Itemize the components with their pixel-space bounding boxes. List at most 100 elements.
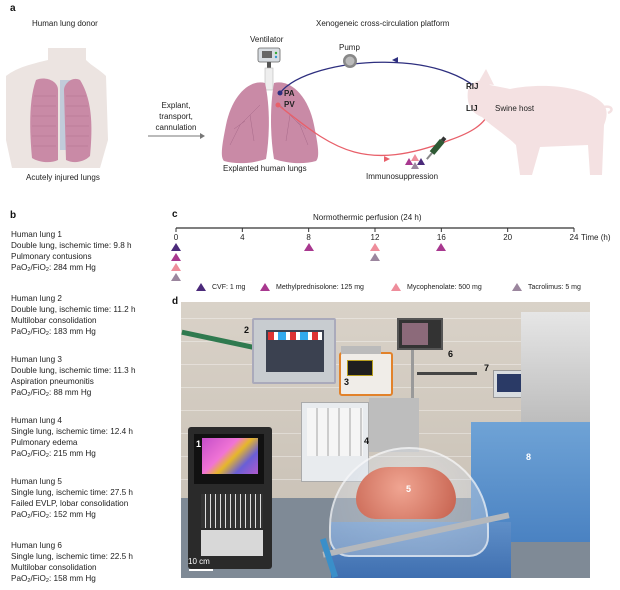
triangle-icon	[260, 283, 270, 291]
device-2-monitor	[252, 318, 336, 384]
explanted-right-lung	[271, 82, 319, 164]
lung-title: Human lung 6	[11, 541, 62, 550]
lung-injury: Aspiration pneumonitis	[11, 377, 94, 386]
timeline-axis-label: Time (h)	[581, 233, 611, 242]
scale-bar-label: 10 cm	[188, 557, 210, 566]
explant-label-line: cannulation	[155, 123, 197, 132]
lung-entry-4: Human lung 4 Single lung, ischemic time:…	[11, 415, 133, 462]
lung-entry-3: Human lung 3 Double lung, ischemic time:…	[11, 354, 136, 401]
photo-label-4: 4	[364, 436, 370, 446]
arterial-line	[277, 104, 491, 157]
laptop-keyboard	[201, 494, 263, 528]
donor-caption: Acutely injured lungs	[26, 173, 100, 182]
platform-title: Xenogeneic cross-circulation platform	[316, 19, 450, 28]
rij-label: RIJ	[466, 82, 479, 91]
photo-label-3: 3	[344, 377, 350, 387]
experimental-setup-photo: 1 2 3 4 5 6 7 8 10 cm	[181, 302, 590, 578]
dose-marker	[171, 263, 181, 271]
scale-bar	[189, 569, 213, 571]
lung-title: Human lung 5	[11, 477, 62, 486]
lung-entry-2: Human lung 2 Double lung, ischemic time:…	[11, 293, 136, 340]
lung-injury: Pulmonary edema	[11, 438, 78, 447]
lung-type: Single lung, ischemic time: 12.4 h	[11, 427, 133, 436]
timeline-tick-label: 16	[436, 233, 446, 242]
timeline-tick-label: 24	[569, 233, 579, 242]
panel-a-letter: a	[10, 3, 16, 14]
lung-pf-value: 183 mm Hg	[53, 327, 96, 336]
legend-item-methylprednisolone: Methylprednisolone: 125 mg	[260, 283, 364, 291]
triangle-icon	[512, 283, 522, 291]
pv-dot	[275, 102, 281, 108]
syringe-icon	[426, 136, 447, 160]
timeline-tick-label: 0	[173, 233, 179, 242]
timeline-tick-label: 4	[240, 233, 245, 242]
lung-pf-ratio: PaO2/FiO2: 152 mm Hg	[11, 510, 96, 520]
triangle-icon	[411, 154, 419, 161]
timeline-tick-label: 8	[306, 233, 311, 242]
photo-label-1: 1	[196, 439, 202, 449]
donor-title: Human lung donor	[32, 19, 98, 28]
triangle-icon	[411, 162, 419, 169]
photo-label-5: 5	[406, 484, 412, 494]
lung-injury: Multilobar consolidation	[11, 316, 97, 325]
lung-pf-ratio: PaO2/FiO2: 215 mm Hg	[11, 449, 96, 459]
dose-marker	[171, 253, 181, 261]
panel-b-letter: b	[10, 210, 17, 221]
explanted-left-lung	[221, 82, 269, 164]
lungs-in-chamber	[356, 467, 456, 519]
panel-d-letter: d	[172, 296, 179, 307]
dose-marker	[171, 243, 181, 251]
lung-injury: Pulmonary contusions	[11, 252, 92, 261]
left-lung-shape	[30, 78, 58, 163]
donor-torso-illustration	[6, 48, 108, 168]
timeline-axis	[175, 227, 575, 232]
explant-label: Explant, transport, cannulation	[143, 100, 209, 133]
lung-type: Double lung, ischemic time: 11.3 h	[11, 366, 136, 375]
pv-label: PV	[284, 100, 295, 109]
circulation-diagram	[221, 47, 613, 175]
explant-label-line: Explant,	[161, 101, 191, 110]
lij-label: LIJ	[466, 104, 478, 113]
lung-pf-ratio: PaO2/FiO2: 158 mm Hg	[11, 574, 96, 584]
lung-pf-value: 215 mm Hg	[53, 449, 96, 458]
lung-entry-1: Human lung 1 Double lung, ischemic time:…	[11, 229, 132, 276]
dose-marker	[171, 273, 181, 281]
dose-marker	[436, 243, 447, 251]
legend-label: CVF: 1 mg	[212, 283, 246, 291]
lung-pf-ratio: PaO2/FiO2: 88 mm Hg	[11, 388, 92, 398]
lung-title: Human lung 3	[11, 355, 62, 364]
lung-pf-value: 88 mm Hg	[53, 388, 92, 397]
device-3-ventilator	[339, 352, 393, 396]
explanted-caption: Explanted human lungs	[223, 164, 307, 173]
triangle-icon	[417, 158, 425, 165]
timeline-tick-label: 20	[503, 233, 513, 242]
pa-label: PA	[284, 89, 295, 98]
lung-pf-ratio: PaO2/FiO2: 284 mm Hg	[11, 263, 96, 273]
panel-c-letter: c	[172, 209, 178, 220]
photo-label-2: 2	[244, 325, 250, 335]
legend-label: Mycophenolate: 500 mg	[407, 283, 482, 291]
lung-pf-value: 284 mm Hg	[53, 263, 96, 272]
swine-host-label: Swine host	[495, 104, 535, 113]
legend-item-tacrolimus: Tacrolimus: 5 mg	[512, 283, 581, 291]
lung-type: Double lung, ischemic time: 9.8 h	[11, 241, 132, 250]
photo-label-7: 7	[484, 363, 490, 373]
lung-type: Single lung, ischemic time: 27.5 h	[11, 488, 133, 497]
pa-dot	[277, 90, 283, 96]
legend-label: Methylprednisolone: 125 mg	[276, 283, 364, 291]
laptop-screen	[194, 434, 264, 484]
lung-entry-5: Human lung 5 Single lung, ischemic time:…	[11, 476, 133, 523]
lung-injury: Failed EVLP, lobar consolidation	[11, 499, 129, 508]
explant-label-line: transport,	[159, 112, 193, 121]
swine-illustration	[467, 80, 607, 175]
right-lung-shape	[64, 78, 92, 163]
explant-arrow	[148, 133, 205, 139]
lung-title: Human lung 2	[11, 294, 62, 303]
lung-type: Double lung, ischemic time: 11.2 h	[11, 305, 136, 314]
ventilator-label: Ventilator	[250, 35, 284, 44]
lung-type: Single lung, ischemic time: 22.5 h	[11, 552, 133, 561]
lung-entry-6: Human lung 6 Single lung, ischemic time:…	[11, 540, 133, 587]
triangle-icon	[196, 283, 206, 291]
lung-title: Human lung 4	[11, 416, 62, 425]
iv-pole-equipment	[521, 312, 590, 422]
